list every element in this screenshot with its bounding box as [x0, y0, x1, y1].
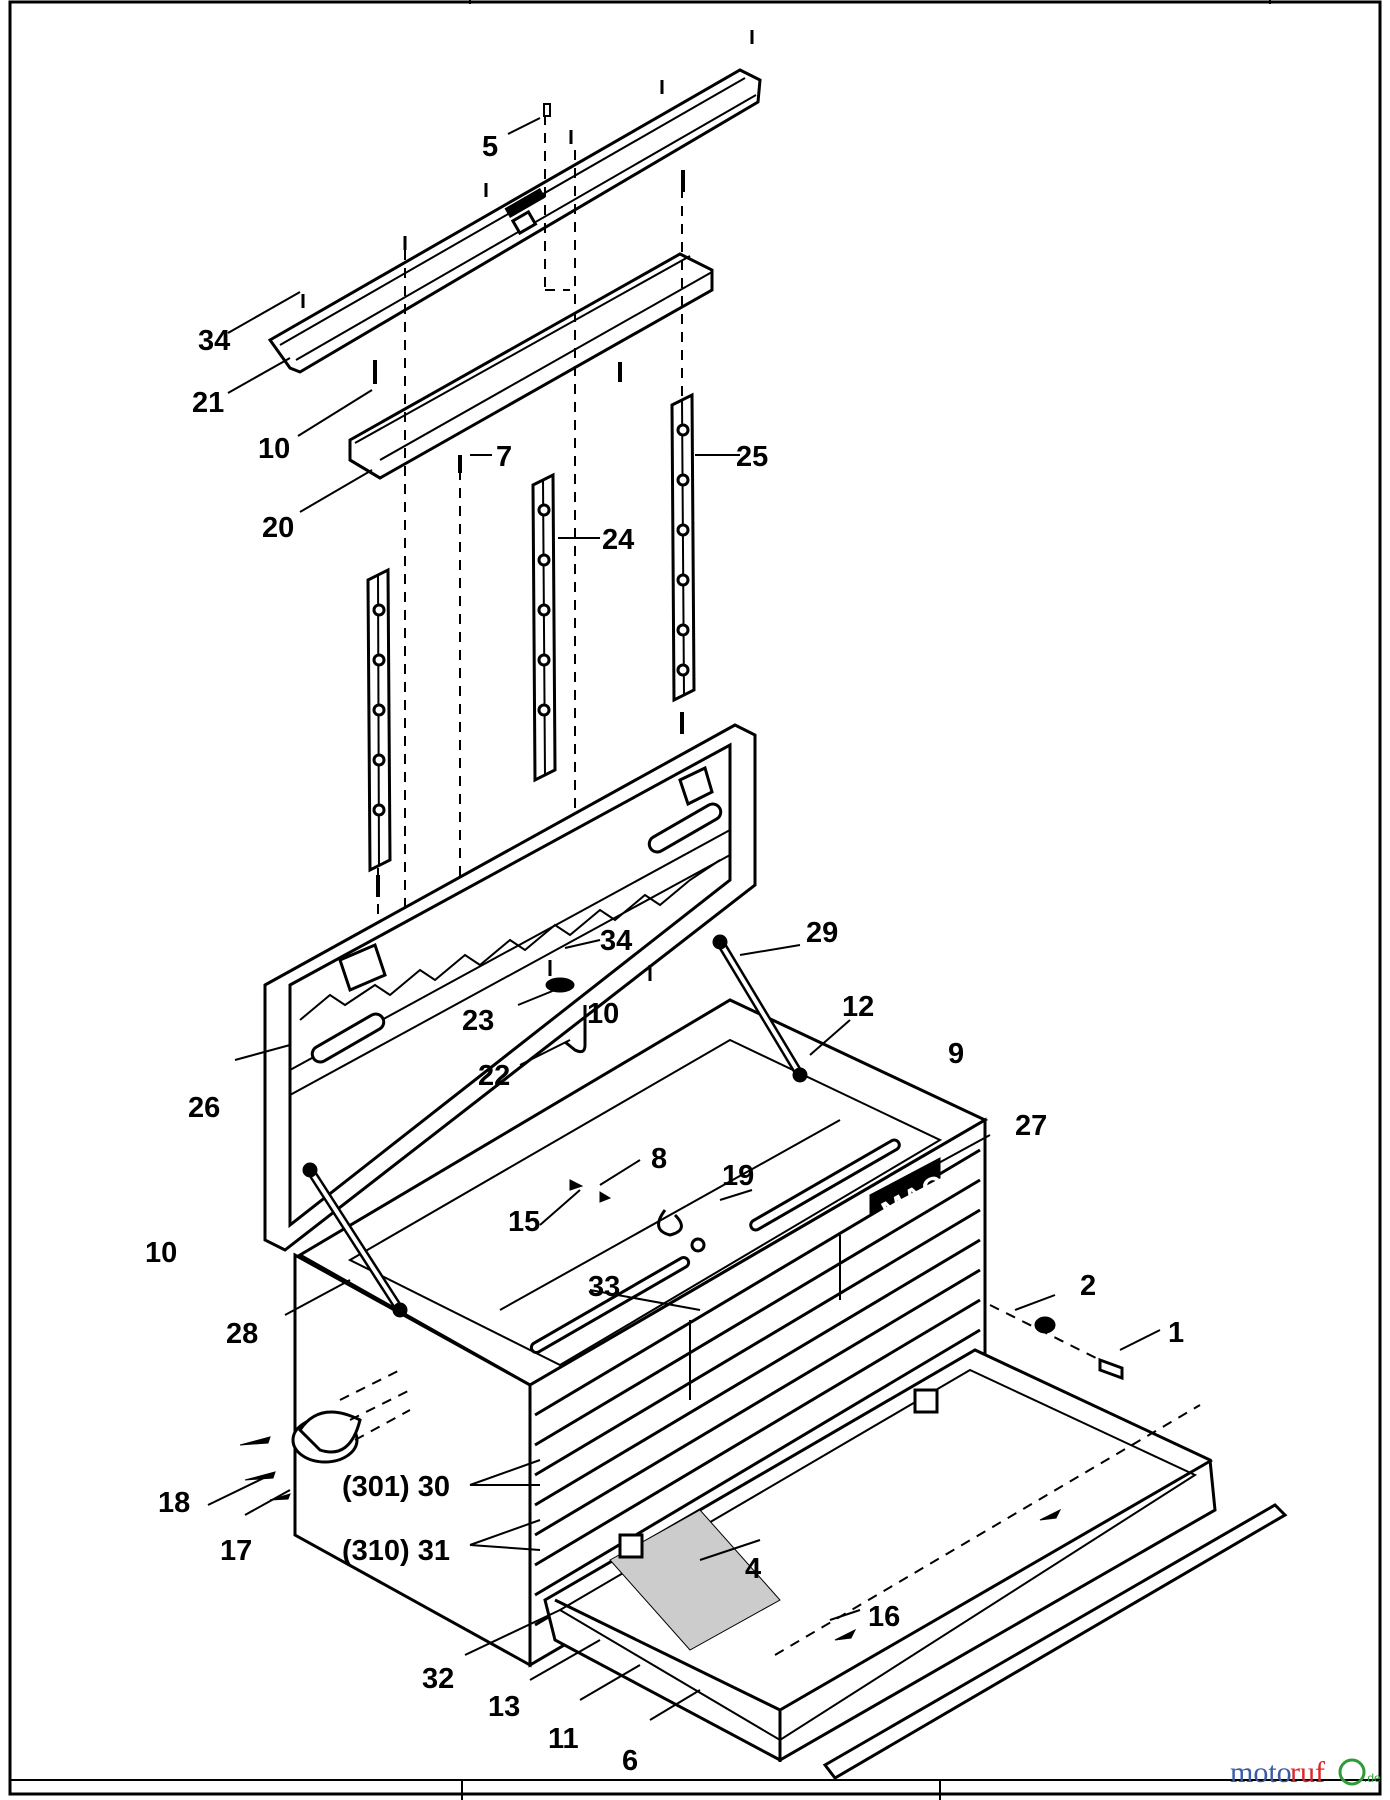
lid-rail-21: [267, 68, 762, 374]
callout-23: 23: [462, 1005, 494, 1037]
callout-2: 2: [1080, 1270, 1096, 1302]
callout-34-mid: 34: [600, 925, 632, 957]
lid-stays: [302, 934, 808, 1318]
callout-26: 26: [188, 1092, 220, 1124]
callout-1: 1: [1168, 1317, 1184, 1349]
callout-30: (301) 30: [342, 1471, 450, 1503]
drawer-rail-25: [670, 392, 696, 703]
watermark-suffix: .de: [1364, 1771, 1381, 1785]
watermark-logo: moto ruf .de: [1230, 1756, 1381, 1789]
callout-19: 19: [722, 1160, 754, 1192]
callout-10-mid: 10: [587, 998, 619, 1030]
screws-top: [301, 30, 754, 308]
callout-31: (310) 31: [342, 1535, 450, 1567]
callout-28: 28: [226, 1318, 258, 1350]
watermark-red: ruf: [1290, 1756, 1325, 1789]
callout-16: 16: [868, 1601, 900, 1633]
drawer-rail-left: [366, 567, 392, 873]
open-drawer: [543, 1348, 1217, 1762]
toolbox-body: MAC: [293, 998, 989, 1668]
page-frame: [8, 0, 1382, 1796]
leader-lines: [207, 117, 1161, 1721]
callout-27: 27: [1015, 1110, 1047, 1142]
callout-10-bottom: 10: [145, 1237, 177, 1269]
watermark-blue: moto: [1230, 1756, 1292, 1789]
callout-7: 7: [496, 441, 512, 473]
callout-21: 21: [192, 387, 224, 419]
callout-labels: 34 21 10 5 7 20 25 24 34 29 23 10 12 9 2…: [145, 131, 1184, 1777]
callout-4: 4: [745, 1553, 761, 1585]
callout-15: 15: [508, 1206, 540, 1238]
callout-9: 9: [948, 1038, 964, 1070]
callout-13: 13: [488, 1691, 520, 1723]
drawer-rail-24: [531, 472, 557, 783]
callout-22: 22: [478, 1060, 510, 1092]
bracket-20: [348, 252, 714, 480]
callout-34-top: 34: [198, 325, 230, 357]
callout-8: 8: [651, 1143, 667, 1175]
lid-26: [263, 723, 757, 1252]
callout-18: 18: [158, 1487, 190, 1519]
callout-24: 24: [602, 524, 634, 556]
drawer-slide-16: [822, 1503, 1288, 1780]
side-handle: [239, 1369, 411, 1501]
callout-20: 20: [262, 512, 294, 544]
callout-5: 5: [482, 131, 498, 163]
callout-17: 17: [220, 1535, 252, 1567]
callout-32: 32: [422, 1663, 454, 1695]
small-hardware: [373, 170, 706, 1253]
callout-33: 33: [588, 1271, 620, 1303]
bolt-and-washer: [989, 1304, 1124, 1381]
watermark-c-icon: [1338, 1758, 1366, 1786]
callout-29: 29: [806, 917, 838, 949]
callout-25: 25: [736, 441, 768, 473]
callout-6: 6: [622, 1745, 638, 1777]
callout-12: 12: [842, 991, 874, 1023]
callout-11: 11: [548, 1723, 579, 1755]
callout-10-top: 10: [258, 433, 290, 465]
